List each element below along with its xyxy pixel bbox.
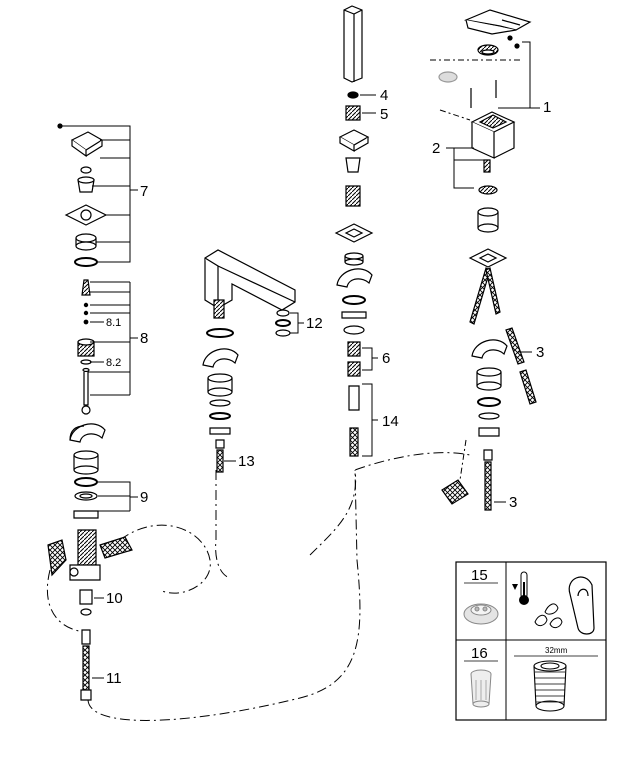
right-handle-assembly (438, 9, 537, 511)
leader-lines-right (446, 41, 540, 503)
callout-9: 9 (140, 489, 148, 506)
leader-lines-left (60, 125, 138, 679)
legend-item-16: 16 (471, 645, 488, 662)
hose-connection-path (87, 452, 471, 721)
hand-shower-assembly (334, 5, 374, 457)
callout-8-2: 8.2 (106, 357, 121, 369)
callout-14: 14 (382, 413, 399, 430)
legend-dimension-label: 32mm (545, 646, 568, 655)
callout-10: 10 (106, 590, 123, 607)
callout-8-1: 8.1 (106, 317, 121, 329)
callout-7: 7 (140, 183, 148, 200)
callout-2: 2 (432, 140, 440, 157)
callout-4: 4 (380, 87, 388, 104)
callout-3a: 3 (536, 344, 544, 361)
callout-13: 13 (238, 453, 255, 470)
callout-8: 8 (140, 330, 148, 347)
threaded-pipe (533, 660, 567, 712)
left-valve-assembly (47, 123, 133, 701)
leader-lines-spout (224, 312, 304, 462)
legend-item-15: 15 (471, 567, 488, 584)
thermometer-icon (512, 571, 529, 605)
spout-assembly (202, 249, 296, 473)
leader-lines-shower (360, 94, 378, 457)
hose-connection-path-3 (46, 569, 87, 633)
hand-icon (568, 576, 595, 635)
callout-5: 5 (380, 106, 388, 123)
strainer-insert (470, 669, 492, 708)
center-axis-dashdot (430, 59, 520, 481)
callout-1: 1 (543, 99, 551, 116)
callout-6: 6 (382, 350, 390, 367)
accessory-legend-box: 15 16 32mm (455, 561, 607, 721)
callout-11: 11 (106, 670, 122, 687)
gear-cap-icon (463, 603, 499, 625)
hose-connection-path-2 (119, 524, 211, 594)
callout-3b: 3 (509, 494, 517, 511)
callout-12: 12 (306, 315, 323, 332)
hose-connection-path-4 (215, 470, 231, 579)
hose-connection-path-5 (309, 469, 357, 556)
water-drop-icon (534, 603, 563, 629)
